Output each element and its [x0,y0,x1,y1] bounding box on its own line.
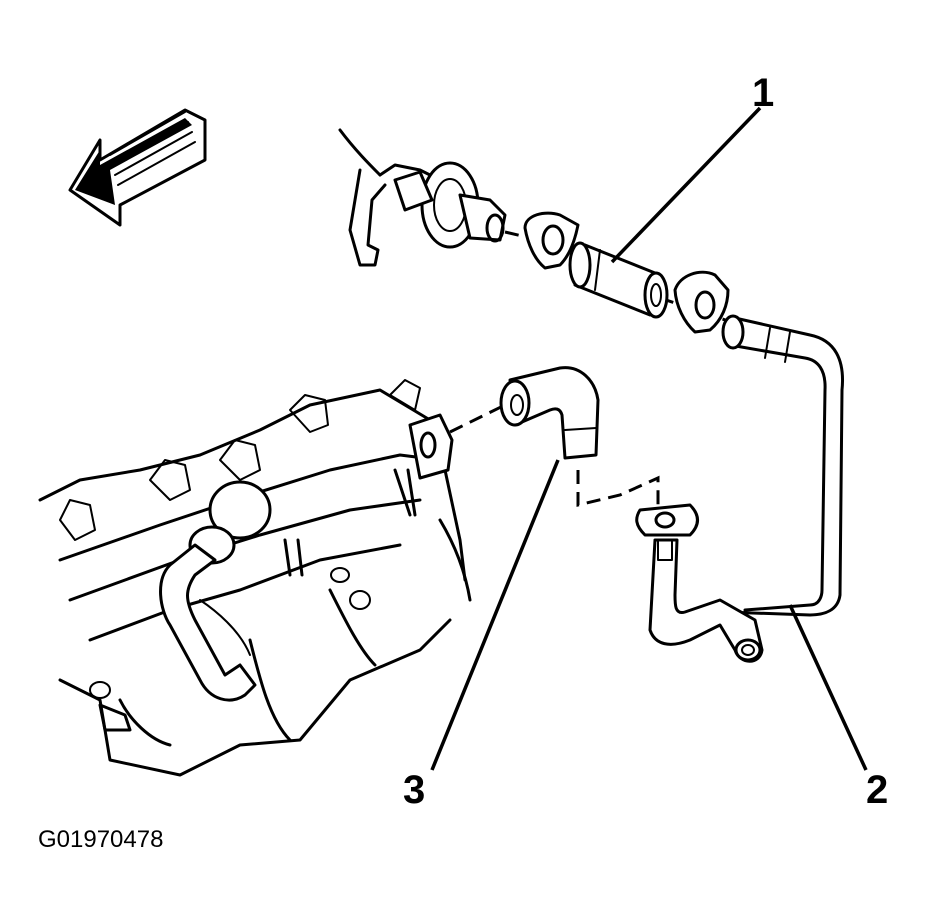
upper-fitting [338,128,507,267]
hose-clamp [523,211,580,270]
callout-label-2: 2 [866,768,889,812]
callout-label-3: 3 [403,768,426,812]
leader-line-2 [788,604,868,771]
hose-3 [499,366,600,460]
hose-1 [568,241,669,319]
direction-arrow-icon [68,108,207,227]
leader-line-1 [610,106,762,264]
hose-2 [635,314,845,663]
figure-id: G01970478 [38,826,164,853]
leader-line-3 [430,459,560,771]
hose-clamp [673,270,730,334]
callout-label-1: 1 [752,71,775,115]
engine-assembly [38,379,472,777]
